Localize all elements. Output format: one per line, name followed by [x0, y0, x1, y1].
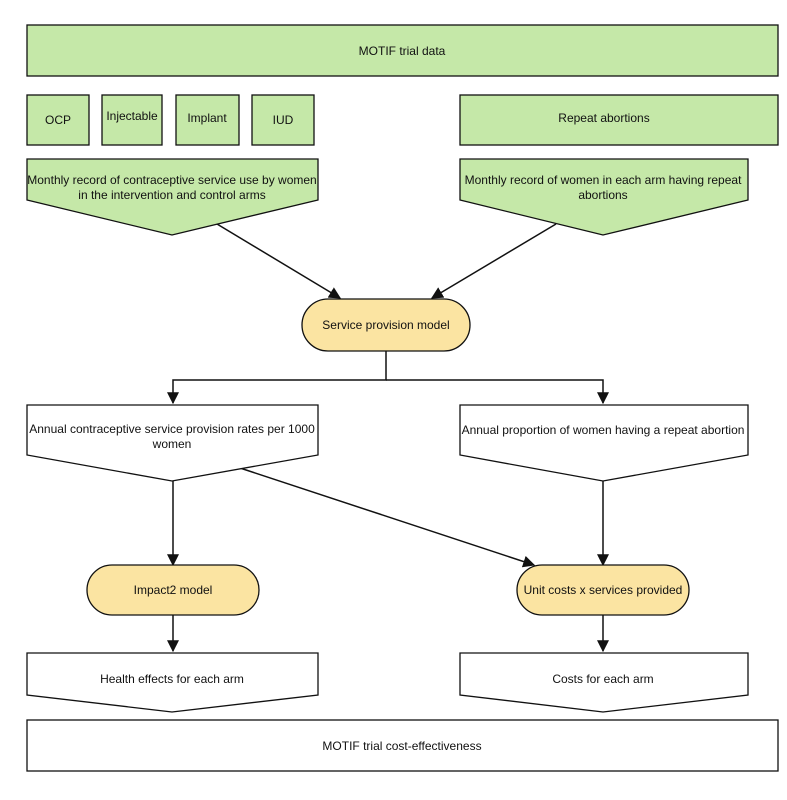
- node-monthly-repeat-line1: Monthly record of women in each arm havi…: [465, 173, 742, 187]
- node-cost-effectiveness-label: MOTIF trial cost-effectiveness: [322, 739, 481, 753]
- node-implant-label: Implant: [187, 111, 227, 125]
- node-annual-repeat-label: Annual proportion of women having a repe…: [462, 423, 745, 437]
- node-repeat-abortions: Repeat abortions: [459, 94, 779, 146]
- node-monthly-contraceptive-line1: Monthly record of contraceptive service …: [27, 173, 316, 187]
- node-annual-contraceptive-line2: women: [152, 437, 192, 451]
- node-unit-costs-label: Unit costs x services provided: [524, 583, 683, 597]
- edge-annual-to-unit-costs: [239, 467, 536, 568]
- node-costs: Costs for each arm: [459, 652, 749, 713]
- node-costs-label: Costs for each arm: [552, 672, 653, 686]
- node-injectable: Injectable: [101, 94, 163, 146]
- edge-model-to-annual-contraceptive: [167, 351, 387, 405]
- node-impact2: Impact2 model: [86, 564, 260, 616]
- edge-repeat-to-model: [430, 223, 557, 299]
- node-repeat-abortions-label: Repeat abortions: [558, 111, 649, 125]
- node-annual-contraceptive-line1: Annual contraceptive service provision r…: [29, 422, 315, 436]
- node-iud: IUD: [251, 94, 315, 146]
- node-health-effects-label: Health effects for each arm: [100, 672, 244, 686]
- node-monthly-repeat: Monthly record of women in each arm havi…: [459, 158, 749, 236]
- node-trial-data-label: MOTIF trial data: [359, 44, 446, 58]
- node-implant: Implant: [175, 94, 240, 146]
- node-monthly-contraceptive-line2: in the intervention and control arms: [78, 188, 265, 202]
- node-service-model-label: Service provision model: [322, 318, 449, 332]
- node-ocp-label: OCP: [45, 113, 71, 127]
- node-cost-effectiveness: MOTIF trial cost-effectiveness: [26, 719, 779, 772]
- node-monthly-repeat-line2: abortions: [578, 188, 627, 202]
- node-iud-label: IUD: [273, 113, 294, 127]
- edge-contraceptive-to-model: [216, 223, 342, 299]
- node-injectable-label: Injectable: [106, 109, 158, 123]
- edges: [167, 223, 609, 653]
- node-ocp: OCP: [26, 94, 90, 146]
- node-monthly-contraceptive: Monthly record of contraceptive service …: [26, 158, 319, 236]
- node-unit-costs: Unit costs x services provided: [516, 564, 690, 616]
- node-annual-repeat: Annual proportion of women having a repe…: [459, 404, 749, 482]
- edge-model-to-annual-repeat: [386, 379, 609, 405]
- node-health-effects: Health effects for each arm: [26, 652, 319, 713]
- node-trial-data: MOTIF trial data: [26, 24, 779, 77]
- node-impact2-label: Impact2 model: [134, 583, 213, 597]
- node-annual-contraceptive: Annual contraceptive service provision r…: [26, 404, 319, 482]
- node-service-model: Service provision model: [301, 298, 471, 352]
